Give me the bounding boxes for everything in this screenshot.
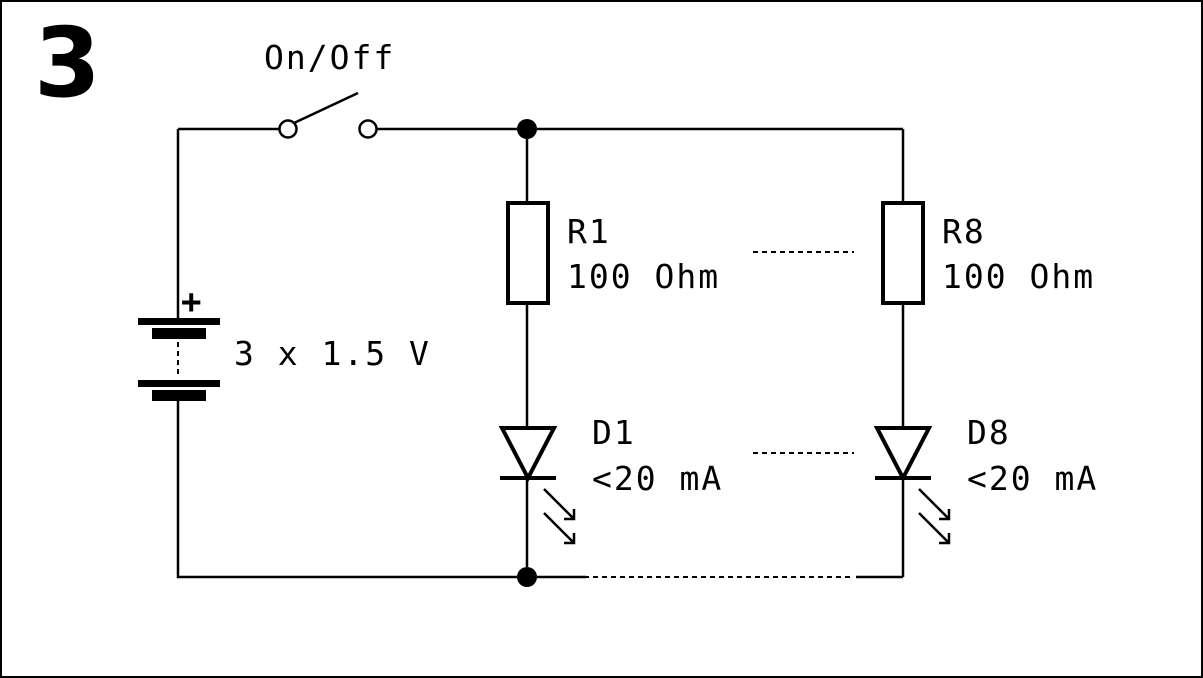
- led-d8-symbol: [873, 426, 951, 545]
- switch-symbol: [278, 91, 378, 139]
- led-d1-name: D1: [592, 413, 636, 452]
- led-d8-name: D8: [967, 413, 1011, 452]
- resistor-r1-value: 100 Ohm: [567, 257, 720, 296]
- figure-number: 3: [34, 7, 101, 119]
- battery-polarity-plus: +: [181, 282, 201, 322]
- resistor-r1-name: R1: [567, 212, 611, 251]
- wire-left-lower: [176, 396, 586, 579]
- resistor-r8-value: 100 Ohm: [942, 257, 1095, 296]
- resistor-r8: [881, 201, 925, 305]
- led-d1-current: <20 mA: [592, 459, 723, 498]
- led-d8-current: <20 mA: [967, 459, 1098, 498]
- resistor-r8-name: R8: [942, 212, 986, 251]
- resistor-r1: [506, 201, 550, 305]
- battery-label: 3 x 1.5 V: [234, 334, 431, 373]
- battery-symbol: [138, 318, 220, 401]
- led-d1-symbol: [498, 426, 576, 545]
- switch-label: On/Off: [264, 38, 395, 77]
